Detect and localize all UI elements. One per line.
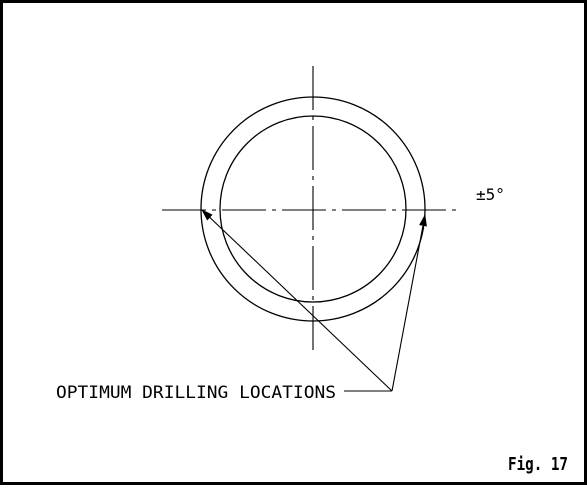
callout-label: OPTIMUM DRILLING LOCATIONS: [56, 383, 336, 403]
figure-label: Fig. 17: [508, 454, 568, 475]
tolerance-label: ±5°: [476, 185, 505, 204]
leader-arrow-right: [391, 214, 427, 392]
leader-arrow-left: [201, 209, 393, 392]
